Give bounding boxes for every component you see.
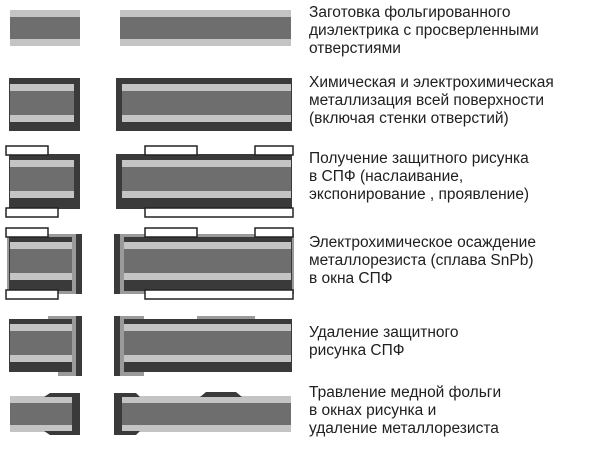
copper-foil-bottom: [10, 273, 291, 280]
plated-hole: [82, 234, 114, 294]
caption-line: (включая стенки отверстий): [309, 110, 509, 127]
photoresist-pad: [144, 207, 294, 218]
plated-hole: [80, 154, 116, 209]
caption-line: металлорезиста (сплава SnPb): [309, 252, 534, 269]
caption-step-6: Травление медной фольги в окнах рисунка …: [309, 384, 594, 438]
copper-foil-bottom: [10, 425, 291, 432]
step-6-etched-board: [10, 392, 291, 435]
photoresist-pad: [144, 145, 198, 156]
caption-line: удаление металлорезиста: [309, 420, 499, 437]
plated-hole: [80, 393, 114, 435]
caption-line: Электрохимическое осаждение: [309, 234, 536, 251]
etched-conductor: [200, 392, 242, 397]
step-5-stripped-board: [9, 316, 292, 376]
caption-line: Травление медной фольги: [309, 384, 502, 401]
photoresist-pad: [254, 227, 294, 238]
copper-foil-top: [10, 10, 291, 17]
photoresist-pad: [254, 145, 294, 156]
photoresist-pad: [144, 289, 294, 300]
photoresist-pad: [5, 227, 49, 238]
copper-foil-top: [10, 396, 291, 403]
dielectric-core: [10, 249, 291, 273]
caption-line: Получение защитного рисунка: [309, 150, 529, 167]
photoresist-pad: [5, 207, 59, 218]
copper-foil-bottom: [10, 39, 291, 46]
caption-line: экспонирование , проявление): [309, 186, 530, 203]
copper-foil-top: [10, 160, 291, 167]
caption-step-3: Получение защитного рисунка в СПФ (насла…: [309, 150, 594, 204]
caption-line: в окна СПФ: [309, 270, 393, 287]
copper-foil-top: [10, 324, 291, 331]
photoresist-pad: [5, 289, 59, 300]
caption-line: в СПФ (наслаивание,: [309, 168, 464, 185]
copper-foil-top: [10, 84, 291, 91]
caption-line: в окнах рисунка и: [309, 402, 437, 419]
caption-line: Удаление защитного: [309, 324, 459, 341]
drilled-hole: [80, 8, 120, 48]
plated-hole: [80, 78, 116, 131]
photoresist-pad: [5, 145, 49, 156]
step-1-blank-board: [10, 8, 291, 48]
dielectric-core: [10, 331, 291, 355]
dielectric-core: [10, 17, 291, 39]
dielectric-core: [10, 91, 291, 115]
photoresist-pad: [144, 227, 198, 238]
metal-resist-pad: [197, 316, 255, 321]
caption-step-2: Химическая и электрохимическая металлиза…: [309, 74, 594, 128]
caption-line: Заготовка фольгированного: [309, 4, 511, 21]
copper-foil-top: [10, 242, 291, 249]
caption-line: металлизация всей поверхности: [309, 92, 544, 109]
plated-hole: [82, 316, 114, 376]
step-2-metallized-board: [9, 78, 292, 131]
step-3-photoresist-board: [5, 145, 294, 218]
step-4-metal-resist-board: [5, 227, 294, 300]
copper-foil-bottom: [10, 115, 291, 122]
caption-step-4: Электрохимическое осаждение металлорезис…: [309, 234, 594, 288]
caption-line: диэлектрика с просверленными: [309, 22, 539, 39]
caption-line: рисунка СПФ: [309, 342, 405, 359]
caption-step-5: Удаление защитного рисунка СПФ: [309, 324, 594, 360]
dielectric-core: [10, 403, 291, 425]
caption-step-1: Заготовка фольгированного диэлектрика с …: [309, 4, 594, 58]
caption-line: отверстиями: [309, 40, 401, 57]
copper-foil-bottom: [10, 355, 291, 362]
caption-line: Химическая и электрохимическая: [309, 74, 554, 91]
copper-foil-bottom: [10, 191, 291, 198]
dielectric-core: [10, 167, 291, 191]
